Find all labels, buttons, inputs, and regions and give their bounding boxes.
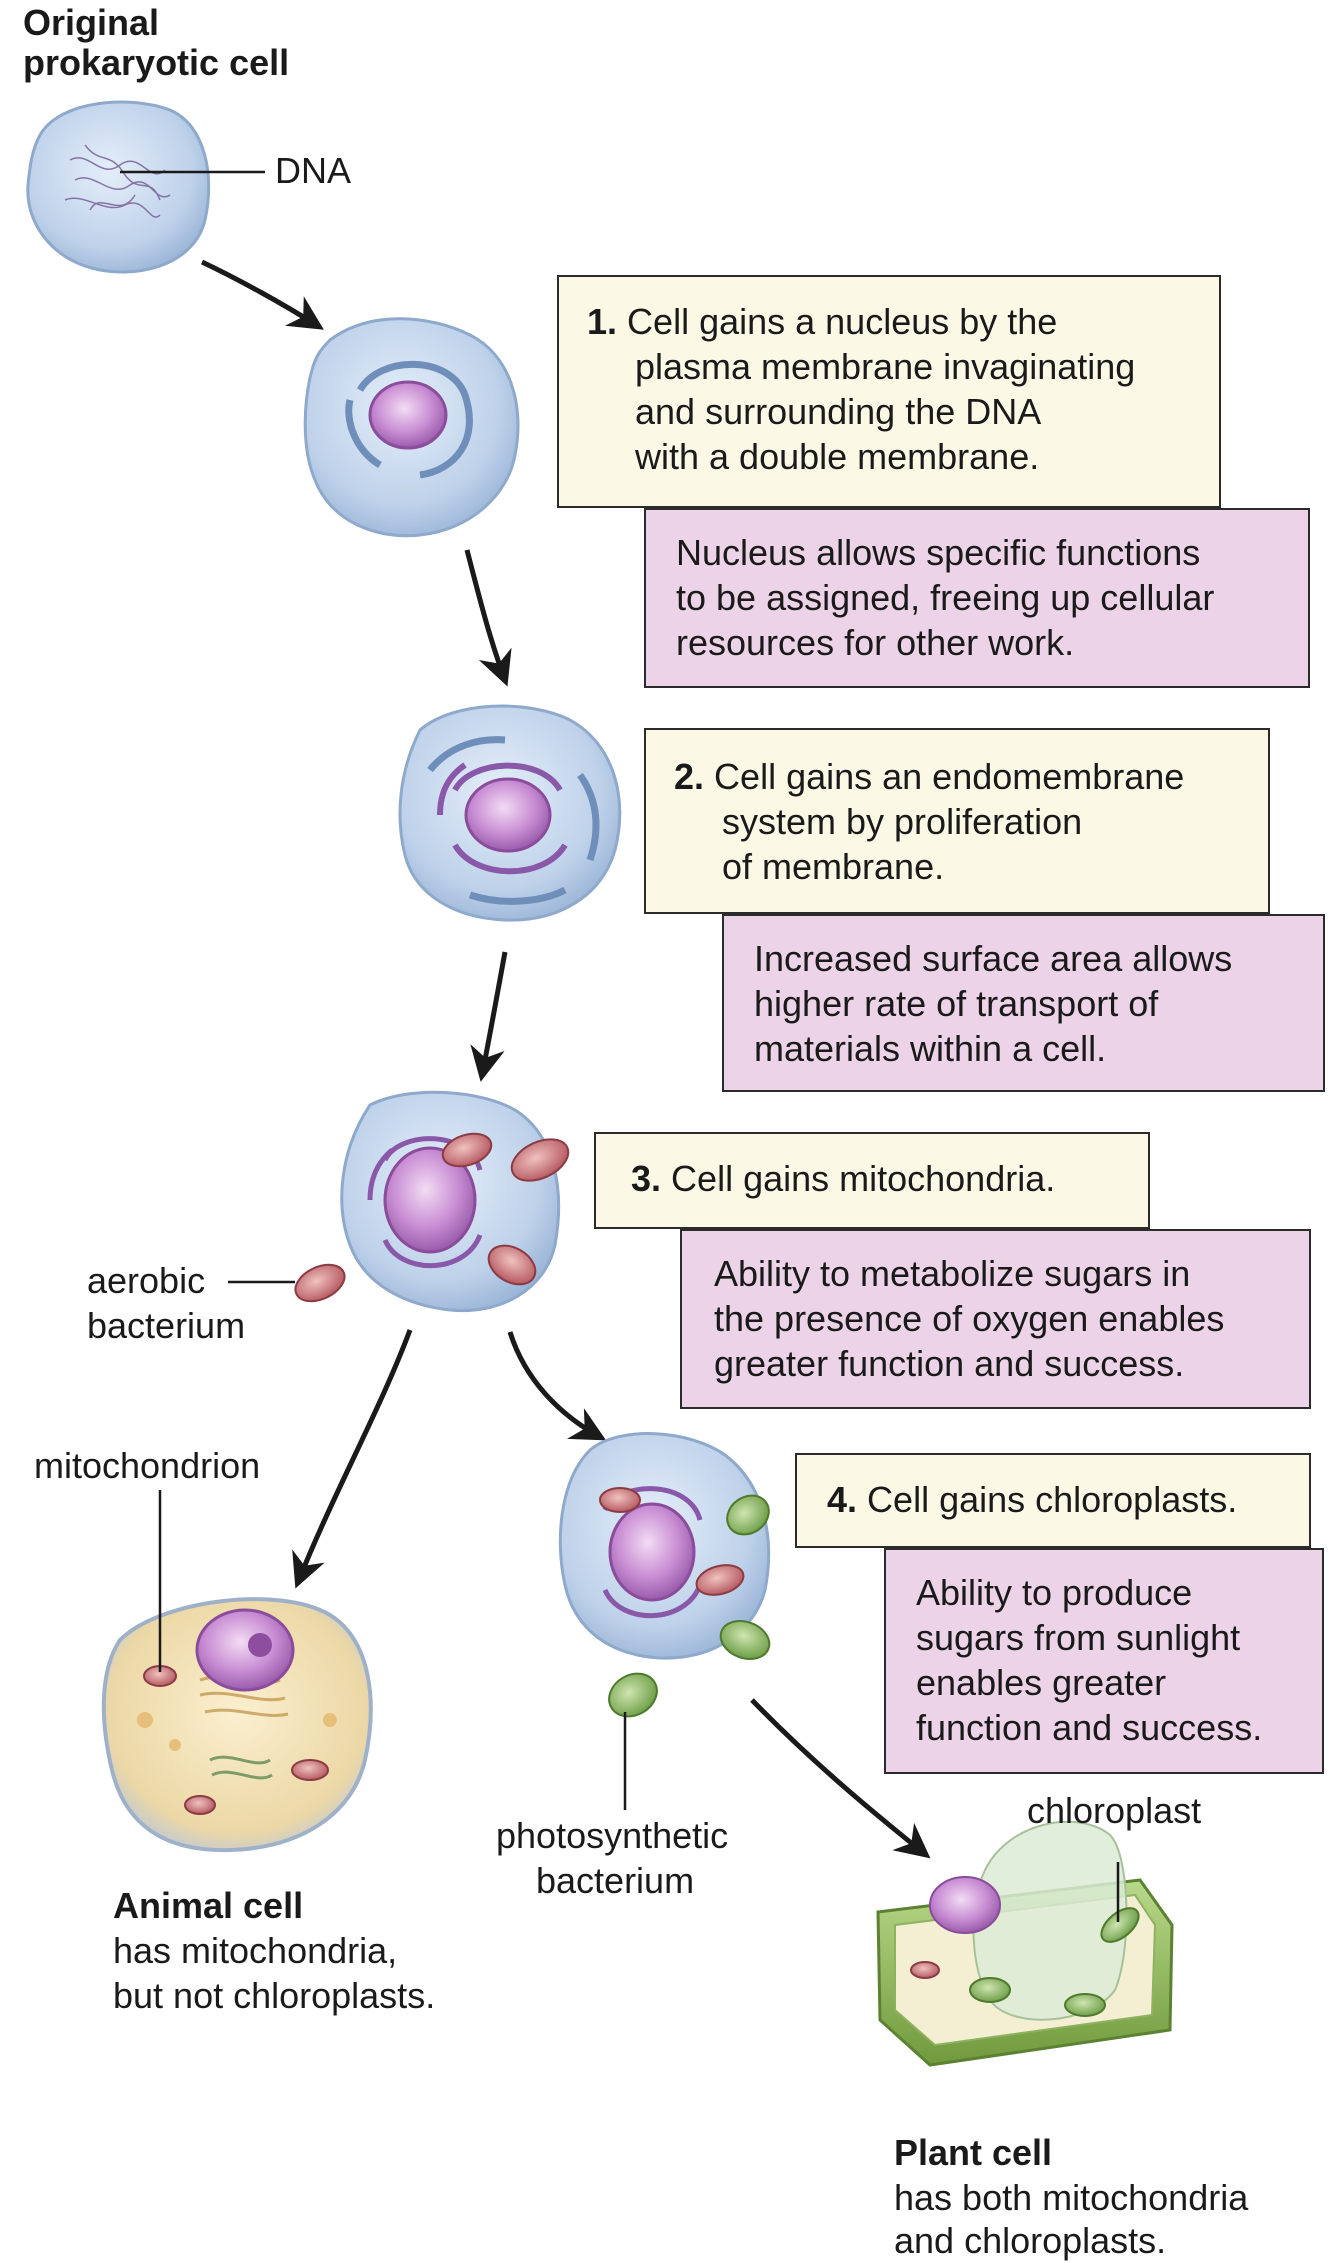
step3-cell (294, 1090, 570, 1313)
aerobic-bacterium (487, 1244, 537, 1286)
chloroplast (969, 1977, 1011, 2003)
arrow-to-plant (750, 1698, 931, 1859)
step3-description-box: 3. Cell gains mitochondria. (594, 1132, 1150, 1229)
step2-description-box: 2. Cell gains an endomembrane system by … (644, 728, 1270, 914)
chloroplast (1064, 1993, 1106, 2017)
step1-number: 1. (587, 301, 618, 342)
aerobic-bacterium (510, 1138, 570, 1182)
mitochondrion (184, 1795, 216, 1815)
step1-benefit-line-1: Nucleus allows specific functions (676, 532, 1201, 573)
step3-benefit-box: Ability to metabolize sugars in the pres… (680, 1229, 1311, 1409)
step4-description-box: 4. Cell gains chloroplasts. (795, 1453, 1311, 1548)
step3-line-1: Cell gains mitochondria. (671, 1158, 1056, 1199)
step4-benefit-line-1: Ability to produce (916, 1572, 1193, 1613)
step4-benefit-line-4: function and success. (916, 1707, 1263, 1748)
aerobic-bacterium (294, 1263, 346, 1303)
step2-line-2: system by proliferation (722, 801, 1083, 842)
step1-line-4: with a double membrane. (635, 436, 1040, 477)
step1-line-3: and surrounding the DNA (635, 391, 1042, 432)
arrow-to-step3 (470, 951, 508, 1082)
plant-cell-line-2: and chloroplasts. (894, 2220, 1167, 2261)
nucleus (383, 1146, 477, 1254)
animal-cell-line-1: has mitochondria, (113, 1930, 398, 1971)
mitochondrion (910, 1961, 940, 1979)
chloroplast (719, 1620, 771, 1660)
plant-cell-title: Plant cell (894, 2132, 1053, 2173)
animal-cell (101, 1597, 373, 1853)
dna-strands (64, 144, 171, 218)
aerobic-label-line-2: bacterium (87, 1305, 246, 1346)
arrow-to-animal (292, 1329, 413, 1589)
nucleus (368, 380, 448, 450)
step2-line-1: Cell gains an endomembrane (714, 756, 1185, 797)
plant-cell (876, 1820, 1174, 2067)
central-vacuole (972, 1820, 1128, 2021)
step1-benefit-line-3: resources for other work. (676, 622, 1075, 663)
nucleus (608, 1502, 696, 1602)
mitochondrion (291, 1759, 329, 1781)
photosynthetic-label-line-2: bacterium (536, 1860, 695, 1901)
step2-benefit-line-1: Increased surface area allows (754, 938, 1233, 979)
step1-line-1: Cell gains a nucleus by the (627, 301, 1058, 342)
animal-cell-line-2: but not chloroplasts. (113, 1975, 436, 2016)
step4-benefit-line-2: sugars from sunlight (916, 1617, 1241, 1658)
step3-benefit-line-1: Ability to metabolize sugars in (714, 1253, 1191, 1294)
chloroplast (1100, 1907, 1140, 1943)
nucleus (195, 1608, 295, 1692)
step3-number: 3. (631, 1158, 662, 1199)
mitochondrion-label: mitochondrion (34, 1445, 261, 1486)
step4-cell (558, 1432, 771, 1718)
aerobic-label-line-1: aerobic (87, 1260, 206, 1301)
animal-cell-title: Animal cell (113, 1885, 304, 1926)
step2-benefit-line-3: materials within a cell. (754, 1028, 1107, 1069)
photosynthetic-label-line-1: photosynthetic (496, 1815, 729, 1856)
title-line-1: Original (23, 2, 160, 43)
step3-benefit-line-3: greater function and success. (714, 1343, 1185, 1384)
arrow-to-step1 (200, 259, 324, 330)
dna-label: DNA (275, 150, 352, 191)
step1-line-2: plasma membrane invaginating (635, 346, 1136, 387)
chloroplast-label: chloroplast (1027, 1790, 1202, 1831)
chloroplast (726, 1494, 770, 1536)
step2-cell (398, 704, 622, 922)
nucleolus (248, 1633, 272, 1657)
step2-number: 2. (674, 756, 705, 797)
step1-benefit-box: Nucleus allows specific functions to be … (644, 508, 1310, 688)
arrow-to-step4 (507, 1331, 607, 1441)
mitochondrion (599, 1487, 641, 1513)
mitochondrion (441, 1132, 493, 1168)
prokaryotic-cell (26, 100, 211, 274)
step4-number: 4. (827, 1479, 858, 1520)
arrow-to-step2 (464, 549, 512, 687)
step4-line-1: Cell gains chloroplasts. (867, 1479, 1238, 1520)
nucleus (464, 777, 552, 853)
step2-line-3: of membrane. (722, 846, 945, 887)
step4-benefit-line-3: enables greater (916, 1662, 1167, 1703)
title-line-2: prokaryotic cell (23, 42, 290, 83)
step2-benefit-line-2: higher rate of transport of (754, 983, 1159, 1024)
photosynthetic-bacterium (608, 1672, 658, 1718)
step4-benefit-box: Ability to produce sugars from sunlight … (884, 1548, 1324, 1774)
nucleus (929, 1876, 1001, 1934)
plant-cell-line-1: has both mitochondria (894, 2177, 1249, 2218)
mitochondrion (695, 1564, 745, 1596)
step1-cell (303, 317, 520, 538)
step2-benefit-box: Increased surface area allows higher rat… (722, 914, 1325, 1092)
step1-benefit-line-2: to be assigned, freeing up cellular (676, 577, 1215, 618)
step3-benefit-line-2: the presence of oxygen enables (714, 1298, 1225, 1339)
step1-description-box: 1. Cell gains a nucleus by the plasma me… (557, 275, 1221, 508)
